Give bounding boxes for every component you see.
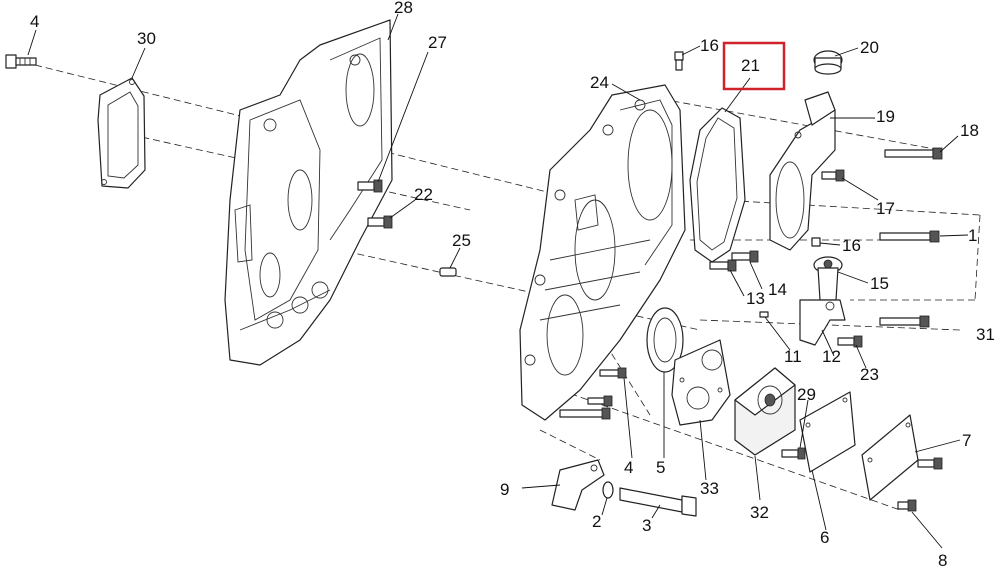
callout-19: 19	[876, 107, 895, 126]
callout-32: 32	[750, 503, 769, 522]
flange-part-32	[734, 367, 796, 456]
seal-part-5	[646, 307, 684, 373]
fitting-part-15	[813, 256, 843, 301]
bolt-part-17	[821, 169, 845, 182]
callout-27: 27	[428, 33, 447, 52]
gasket-part-30	[97, 77, 146, 189]
callout-21: 21	[741, 56, 760, 75]
callout-4-lower: 4	[624, 458, 633, 477]
callout-5: 5	[656, 458, 665, 477]
gasket-part-21	[689, 107, 746, 263]
callout-11: 11	[784, 347, 802, 366]
callout-22: 22	[414, 185, 433, 204]
callout-29: 29	[797, 385, 816, 404]
bolt-group-lower-left	[559, 367, 627, 420]
callout-3: 3	[642, 516, 651, 535]
callout-20: 20	[860, 38, 879, 57]
cover-part-24	[519, 84, 686, 421]
highlight-box-callout-21	[722, 41, 786, 91]
callout-7: 7	[962, 431, 971, 450]
callout-14: 14	[768, 280, 787, 299]
bracket-part-12	[799, 299, 846, 346]
callout-15: 15	[870, 274, 889, 293]
callout-24: 24	[590, 73, 609, 92]
bolt-part-16-top	[674, 51, 684, 71]
cover-part-19	[769, 91, 836, 251]
housing-part-28	[224, 19, 393, 366]
shaft-part-3	[619, 487, 697, 517]
callout-1: 1	[968, 226, 977, 245]
callout-9: 9	[500, 480, 509, 499]
washer-part-2	[602, 481, 614, 499]
callout-33: 33	[700, 479, 719, 498]
bolt-part-22	[367, 215, 393, 229]
callout-8: 8	[938, 551, 947, 570]
pin-part-25	[439, 267, 457, 277]
cap-part-20	[813, 50, 843, 75]
bolt-part-18	[884, 147, 943, 160]
callout-16-top: 16	[700, 36, 719, 55]
callout-17: 17	[876, 199, 895, 218]
leader-lines	[27, 13, 969, 549]
bolt-part-31	[879, 315, 930, 328]
bracket-part-9	[551, 459, 605, 511]
bolt-part-7	[917, 457, 943, 470]
callout-labels: 4 30 28 27 22 25 24 16 21 20 19 18 17 1 …	[30, 0, 995, 570]
callout-31: 31	[976, 325, 995, 344]
bolt-part-4-left	[5, 54, 37, 69]
callout-13: 13	[746, 289, 765, 308]
callout-4-left: 4	[30, 12, 39, 31]
plate-part-6	[799, 391, 856, 473]
plate-part-7	[861, 414, 919, 501]
callout-2: 2	[592, 512, 601, 531]
callout-6: 6	[820, 528, 829, 547]
callout-25: 25	[452, 231, 471, 250]
bolt-part-29	[781, 447, 806, 460]
pin-part-11	[759, 311, 769, 318]
callout-12: 12	[822, 347, 841, 366]
callout-23: 23	[860, 365, 879, 384]
callout-16-lower: 16	[842, 236, 861, 255]
bolt-part-1	[879, 230, 940, 243]
bolt-part-16-lower	[811, 237, 821, 247]
bolt-part-23	[837, 335, 863, 348]
bolt-part-8	[897, 499, 917, 512]
callout-18: 18	[960, 121, 979, 140]
gasket-part-33	[671, 339, 731, 426]
callout-28: 28	[394, 0, 413, 17]
bolt-part-13	[709, 259, 737, 272]
callout-30: 30	[137, 29, 156, 48]
bolt-part-14	[731, 250, 759, 263]
bolt-part-27	[357, 179, 383, 193]
